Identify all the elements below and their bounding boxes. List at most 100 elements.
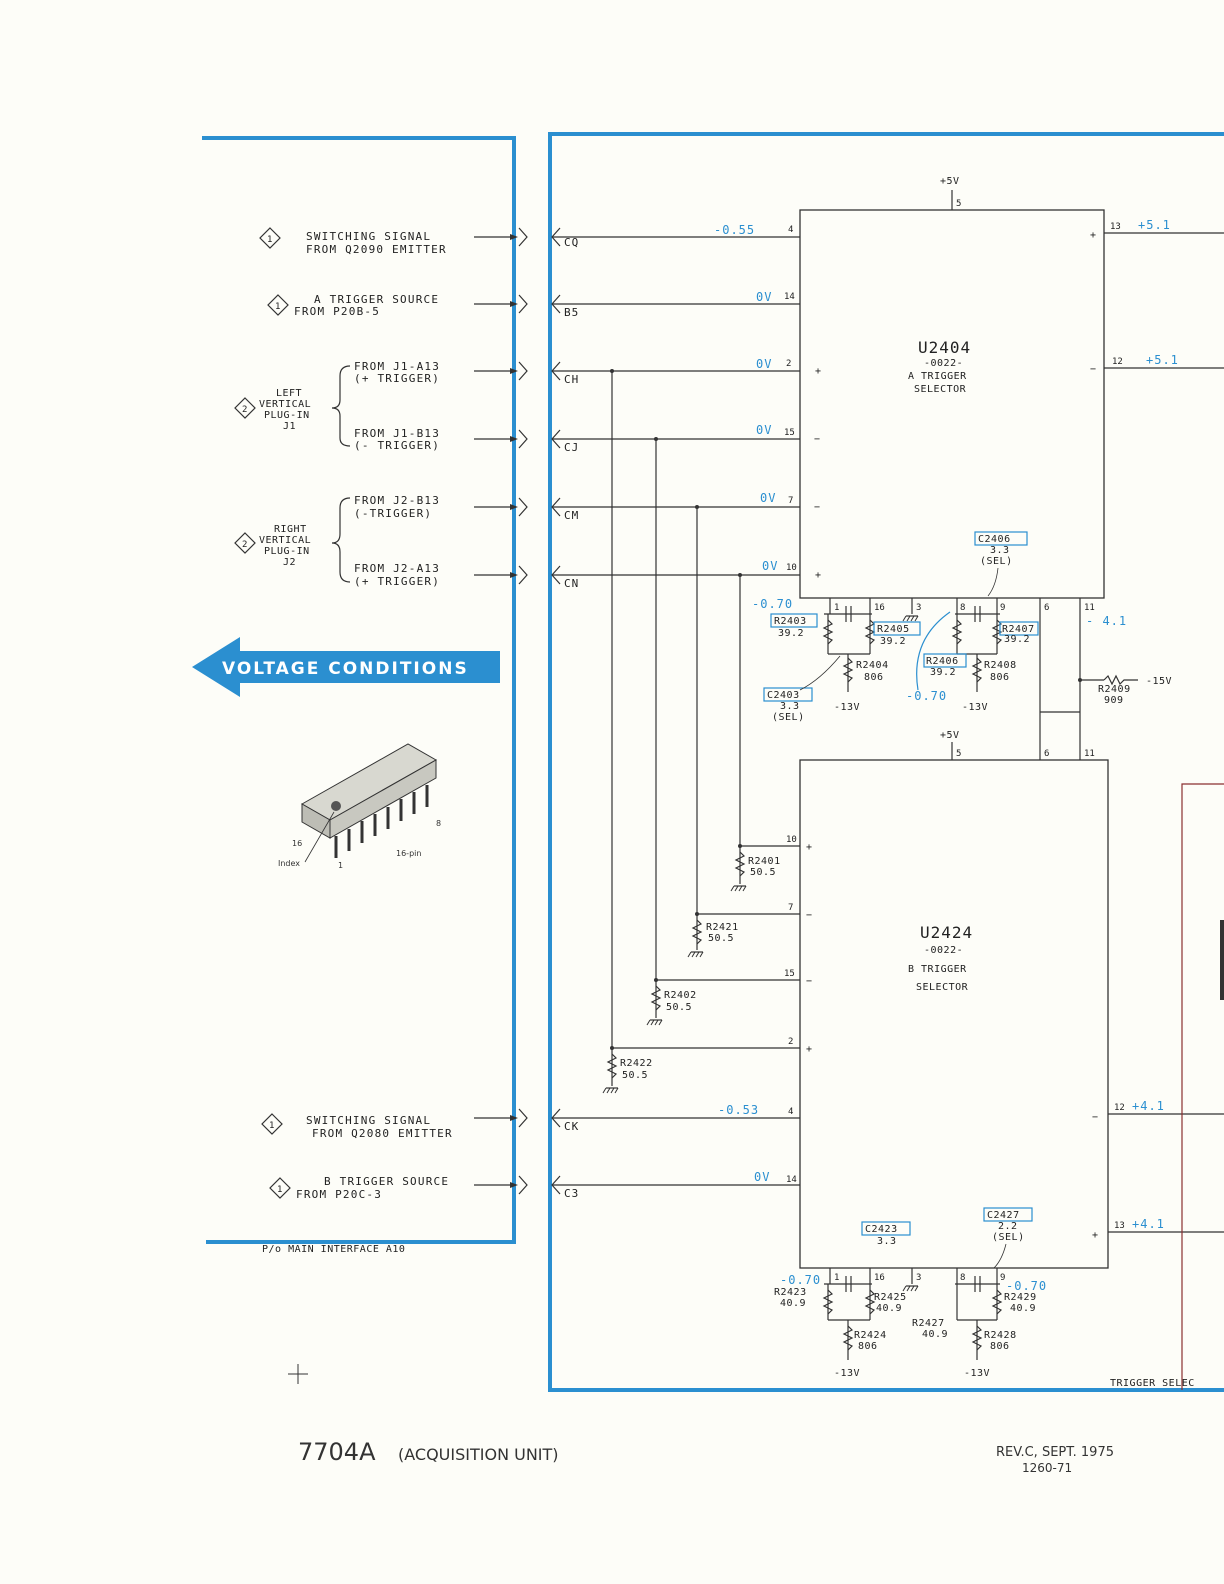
ic-pin-number: 9 xyxy=(1000,1273,1005,1283)
component-sel: (SEL) xyxy=(772,712,805,723)
u2424-trigger-selector: +5V 5 6 11 U2424 -0022- B TRIGGER SELECT… xyxy=(602,369,1224,1390)
voltage-reading: -0.70 xyxy=(1006,1279,1047,1293)
left-vertical-plugin-group: 2 LEFT VERTICAL PLUG-IN J1 xyxy=(234,365,351,447)
ic-pin-number: 13 xyxy=(1110,222,1121,232)
component-sel: (SEL) xyxy=(980,556,1013,567)
input-j2-b13: FROM J2-B13 (-TRIGGER) CM 0V 7 xyxy=(354,491,800,522)
component-value: 50.5 xyxy=(708,933,734,944)
note-marker: 2 xyxy=(242,405,247,415)
signal-label: FROM P20C-3 xyxy=(296,1188,382,1201)
plus-sign: + xyxy=(815,366,822,377)
component-value: 40.9 xyxy=(1010,1303,1036,1314)
minus-sign: − xyxy=(806,910,813,921)
group-label: VERTICAL xyxy=(259,399,311,410)
group-label: PLUG-IN xyxy=(264,410,310,421)
ic-reference: U2424 xyxy=(920,923,973,942)
ic-pin-number: 3 xyxy=(916,1273,921,1283)
voltage-reading: 0V xyxy=(756,290,772,304)
note-marker: 2 xyxy=(242,540,247,550)
right-vertical-plugin-group: 2 RIGHT VERTICAL PLUG-IN J2 xyxy=(234,497,351,583)
component-ref: R2402 xyxy=(664,990,697,1001)
ic-pin-number: 7 xyxy=(788,496,793,506)
component-value: 3.3 xyxy=(780,701,800,712)
signal-label: FROM Q2090 EMITTER xyxy=(306,243,447,256)
component-value: 806 xyxy=(990,1341,1010,1352)
connector-pin-label: CQ xyxy=(564,236,579,249)
component-value: 39.2 xyxy=(1004,634,1030,645)
component-ref: R2409 xyxy=(1098,684,1131,695)
component-ref: C2406 xyxy=(978,534,1011,545)
plus-sign: + xyxy=(815,570,822,581)
chip-label: 16 xyxy=(292,839,302,848)
signal-label: (+ TRIGGER) xyxy=(354,372,440,385)
signal-label: FROM J2-A13 xyxy=(354,562,440,575)
dip-chip-illustration: Index 16 1 8 16-pin xyxy=(278,743,441,870)
ic-pin-number: 12 xyxy=(1114,1103,1125,1113)
signal-label: FROM P20B-5 xyxy=(294,305,380,318)
footer-number: 1260-71 xyxy=(1022,1461,1072,1475)
plus-sign: + xyxy=(806,1044,813,1055)
component-ref: R2407 xyxy=(1002,624,1035,635)
component-value: 50.5 xyxy=(750,867,776,878)
supply-label: -15V xyxy=(1146,676,1172,687)
connector-pin-label: CJ xyxy=(564,441,579,454)
ic-pin-number: 14 xyxy=(784,292,795,302)
group-label: RIGHT xyxy=(274,524,307,535)
ic-pin-number: 4 xyxy=(788,225,793,235)
signal-label: (- TRIGGER) xyxy=(354,439,440,452)
ic-pin-number: 5 xyxy=(956,199,961,209)
voltage-conditions-banner: VOLTAGE CONDITIONS xyxy=(192,637,500,697)
group-label: J2 xyxy=(283,557,296,568)
supply-label: -13V xyxy=(962,702,988,713)
voltage-reading: 0V xyxy=(754,1170,770,1184)
signal-label: SWITCHING SIGNAL xyxy=(306,230,431,243)
component-ref: R2405 xyxy=(877,624,910,635)
component-value: 909 xyxy=(1104,695,1124,706)
ic-pin-number: 1 xyxy=(834,1273,839,1283)
signal-label: (-TRIGGER) xyxy=(354,507,432,520)
group-label: PLUG-IN xyxy=(264,546,310,557)
ic-pin-number: 3 xyxy=(916,603,921,613)
input-switching-q2080: 1 SWITCHING SIGNAL FROM Q2080 EMITTER CK… xyxy=(261,1103,800,1140)
component-ref: R2408 xyxy=(984,660,1017,671)
component-value: 39.2 xyxy=(880,636,906,647)
voltage-reading: - 4.1 xyxy=(1086,614,1127,628)
component-value: 40.9 xyxy=(922,1329,948,1340)
group-label: LEFT xyxy=(276,388,302,399)
component-ref: C2423 xyxy=(865,1224,898,1235)
ic-pin-number: 16 xyxy=(874,1273,885,1283)
component-value: 39.2 xyxy=(778,628,804,639)
supply-label: -13V xyxy=(834,1368,860,1379)
signal-label: FROM Q2080 EMITTER xyxy=(312,1127,453,1140)
minus-sign: − xyxy=(1092,1112,1099,1123)
ic-pin-number: 15 xyxy=(784,969,795,979)
component-value: 806 xyxy=(858,1341,878,1352)
component-value: 806 xyxy=(864,672,884,683)
component-ref: R2429 xyxy=(1004,1292,1037,1303)
component-ref: R2404 xyxy=(856,660,889,671)
input-j2-a13: FROM J2-A13 (+ TRIGGER) CN 0V 10 xyxy=(354,559,800,590)
minus-sign: − xyxy=(1090,364,1097,375)
ic-pin-number: 16 xyxy=(874,603,885,613)
signal-label: FROM J1-B13 xyxy=(354,427,440,440)
component-ref: R2406 xyxy=(926,656,959,667)
component-value: 39.2 xyxy=(930,667,956,678)
voltage-reading: -0.53 xyxy=(718,1103,759,1117)
voltage-reading: 0V xyxy=(760,491,776,505)
component-ref: C2427 xyxy=(987,1210,1020,1221)
component-value: 50.5 xyxy=(622,1070,648,1081)
ic-part-number: -0022- xyxy=(924,358,963,369)
banner-text: VOLTAGE CONDITIONS xyxy=(222,659,469,679)
supply-label: +5V xyxy=(940,176,960,187)
voltage-reading: -0.70 xyxy=(780,1273,821,1287)
component-ref: R2423 xyxy=(774,1287,807,1298)
voltage-reading: -0.70 xyxy=(752,597,793,611)
supply-label: +5V xyxy=(940,730,960,741)
ic-name: SELECTOR xyxy=(916,982,969,993)
supply-label: -13V xyxy=(964,1368,990,1379)
component-ref: R2421 xyxy=(706,922,739,933)
board-reference-label: P/o MAIN INTERFACE A10 xyxy=(262,1244,405,1255)
note-marker: 1 xyxy=(269,1121,274,1131)
footer-model: 7704A xyxy=(298,1438,376,1466)
